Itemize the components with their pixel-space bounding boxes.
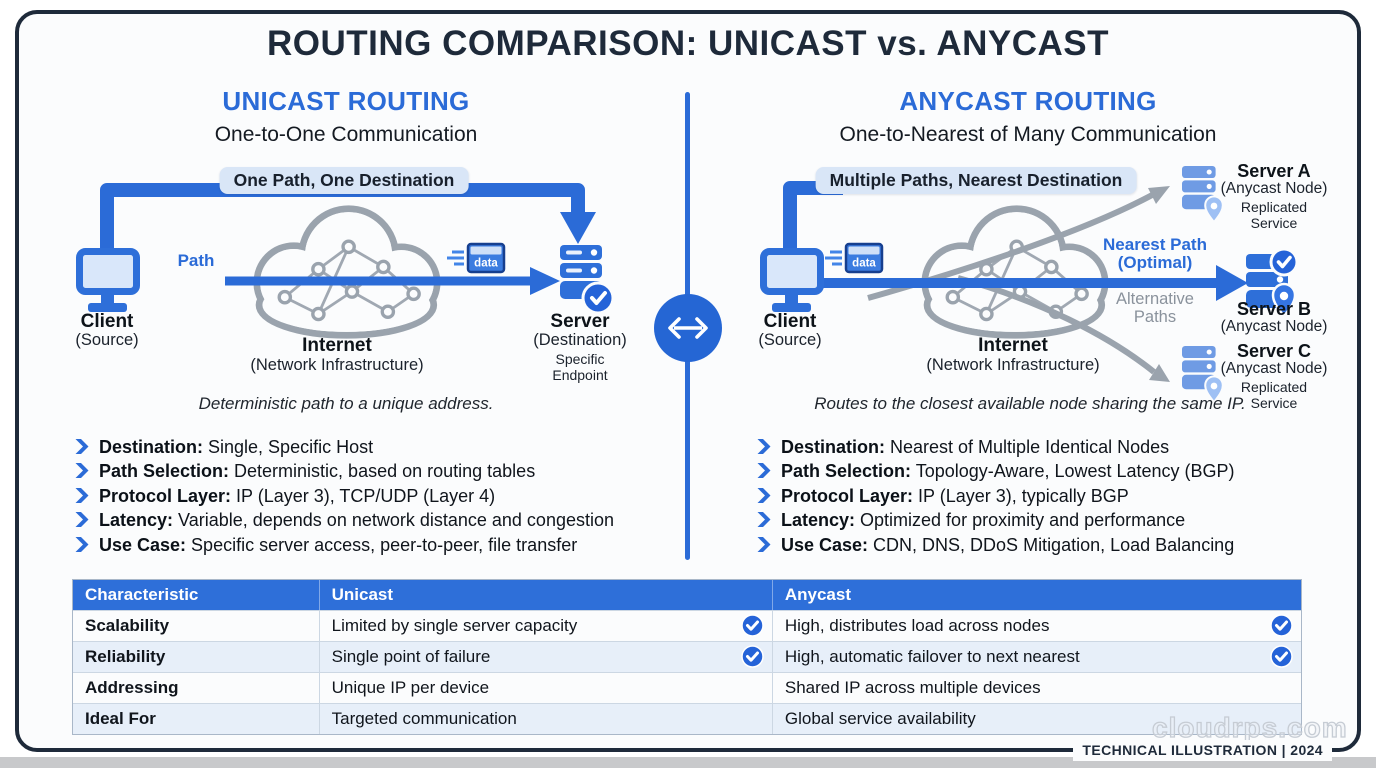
data-packet-label: data [474,258,498,270]
unicast-internet-name: Internet [302,335,372,356]
server-a-note2: Service [1250,215,1298,231]
anycast-diagram: data [760,166,1299,404]
unicast-internet-role: (Network Infrastructure) [250,356,424,374]
unicast-heading: UNICAST ROUTING [222,86,470,116]
nearest-path-line2: (Optimal) [1117,253,1193,272]
compare-circle [654,294,722,362]
unicast-server-name: Server [550,311,610,332]
unicast-caption: Deterministic path to a unique address. [198,394,494,413]
location-pin-icon [1204,375,1224,404]
internet-cloud-icon [253,205,441,339]
table-row: Reliability Single point of failure High… [73,641,1301,672]
check-badge-icon [1269,247,1299,277]
list-item: Latency: Variable, depends on network di… [74,508,614,532]
unicast-subheading: One-to-One Communication [214,123,478,146]
bottom-edge-strip [0,757,1376,768]
server-a-icon [1182,166,1224,224]
unicast-server-note1: Specific [555,351,605,367]
client-icon [76,248,140,312]
bidirectional-arrow-icon [668,317,708,339]
chevron-bullet-icon [75,487,89,503]
unicast-server-note2: Endpoint [552,367,608,383]
unicast-diagram: data [76,183,615,339]
list-item: Use Case: Specific server access, peer-t… [74,533,614,557]
alternative-paths-line1: Alternative [1116,290,1194,308]
table-row: Scalability Limited by single server cap… [73,610,1301,641]
chevron-bullet-icon [757,536,771,552]
data-packet-icon: data [447,242,506,274]
comparison-table: Characteristic Unicast Anycast Scalabili… [72,579,1302,735]
chevron-bullet-icon [75,512,89,528]
anycast-banner: Multiple Paths, Nearest Destination [815,167,1137,194]
page-title: ROUTING COMPARISON: UNICAST vs. ANYCAST [266,24,1110,63]
path-label: Path [177,251,215,270]
server-a-name: Server A [1237,161,1311,181]
table-row: Addressing Unique IP per device Shared I… [73,672,1301,703]
check-badge-icon [581,281,615,315]
location-pin-icon [1271,282,1297,318]
server-a-note1: Replicated [1240,199,1308,215]
anycast-route-bracket [783,181,843,255]
location-pin-icon [1204,195,1224,224]
server-c-note1: Replicated [1240,379,1308,395]
unicast-path-arrow [225,267,560,295]
unicast-client-name: Client [80,311,134,332]
server-c-note2: Service [1250,395,1298,411]
data-packet-icon: data [825,242,884,274]
anycast-heading: ANYCAST ROUTING [899,86,1157,116]
unicast-client-role: (Source) [75,331,139,349]
unicast-bullet-list: Destination: Single, Specific Host Path … [74,435,614,557]
list-item: Destination: Single, Specific Host [74,435,614,459]
check-badge-icon [741,645,764,668]
alternative-paths-line2: Paths [1133,308,1177,326]
chevron-bullet-icon [757,512,771,528]
anycast-client-role: (Source) [758,331,822,349]
anycast-internet-name: Internet [978,335,1048,356]
anycast-client-name: Client [763,311,817,332]
nearest-path-line1: Nearest Path [1103,235,1207,254]
list-item: Protocol Layer: IP (Layer 3), typically … [756,484,1235,508]
list-item: Protocol Layer: IP (Layer 3), TCP/UDP (L… [74,484,614,508]
server-b-icon [1246,247,1299,318]
server-c-icon [1182,346,1224,404]
server-c-name: Server C [1236,341,1312,361]
check-badge-icon [1270,614,1293,637]
chevron-bullet-icon [757,487,771,503]
anycast-caption: Routes to the closest available node sha… [814,394,1246,413]
column-header: Characteristic [73,580,319,610]
footer-caption: TECHNICAL ILLUSTRATION | 2024 [1073,740,1332,761]
watermark: cloudrps.com [1151,711,1348,743]
list-item: Path Selection: Topology-Aware, Lowest L… [756,459,1235,483]
list-item: Use Case: CDN, DNS, DDoS Mitigation, Loa… [756,533,1235,557]
table-row: Ideal For Targeted communication Global … [73,703,1301,734]
unicast-server-role: (Destination) [533,331,627,349]
server-c-role: (Anycast Node) [1220,360,1328,377]
anycast-bullet-list: Destination: Nearest of Multiple Identic… [756,435,1235,557]
check-badge-icon [1270,645,1293,668]
unicast-panel-head: UNICAST ROUTING One-to-One Communication [40,86,652,147]
table-header-row: Characteristic Unicast Anycast [73,580,1301,610]
column-header: Anycast [771,580,1301,610]
anycast-subheading: One-to-Nearest of Many Communication [839,123,1217,146]
chevron-bullet-icon [75,439,89,454]
check-badge-icon [741,614,764,637]
chevron-bullet-icon [75,536,89,552]
column-header: Unicast [318,580,772,610]
data-packet-label: data [852,258,876,270]
server-b-name: Server B [1236,299,1312,319]
chevron-bullet-icon [757,463,771,479]
chevron-bullet-icon [75,463,89,479]
server-a-role: (Anycast Node) [1220,180,1328,197]
list-item: Path Selection: Deterministic, based on … [74,459,614,483]
anycast-panel-head: ANYCAST ROUTING One-to-Nearest of Many C… [722,86,1334,147]
unicast-banner: One Path, One Destination [219,167,469,194]
client-icon [760,248,824,312]
nearest-path-arrow [818,265,1248,301]
server-b-role: (Anycast Node) [1220,318,1328,335]
chevron-bullet-icon [757,439,771,454]
list-item: Destination: Nearest of Multiple Identic… [756,435,1235,459]
list-item: Latency: Optimized for proximity and per… [756,508,1235,532]
anycast-internet-role: (Network Infrastructure) [926,356,1100,374]
